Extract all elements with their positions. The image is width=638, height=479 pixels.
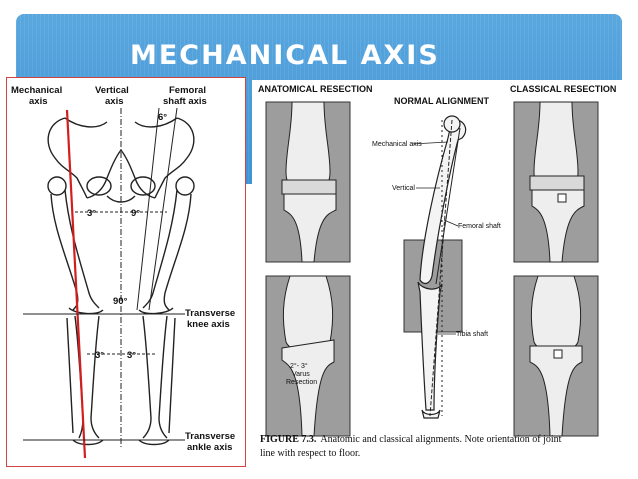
label-transverse-ankle: Transverse [185,431,235,442]
label-femoral-shaft-right: Femoral shaft [458,223,501,230]
label-vertical-right: Vertical [392,185,415,192]
label-3deg-a: 3° [95,350,104,361]
label-femoral: Femoral [169,85,206,96]
femoral-shaft-axis-line [136,107,160,311]
label-3deg-b: 3° [127,350,136,361]
knee-box-top-right [513,101,599,263]
label-anatomical-resection: ANATOMICAL RESECTION [258,84,373,94]
varus-degree: 2°- 3° [290,362,308,370]
varus-resection: Resection [286,379,317,386]
varus-label: Varus [292,371,310,378]
label-ankle-axis: ankle axis [187,442,232,453]
label-9deg: 9° [131,208,140,219]
figure-caption-line1: FIGURE 7.3.Anatomic and classical alignm… [260,434,562,445]
central-leg-bones [417,115,467,419]
knee-box-top-left [265,101,351,263]
label-3deg-hip: 3° [87,208,96,219]
label-90deg: 90° [113,296,128,307]
label-vertical-axis: axis [105,96,124,107]
label-tibia-shaft: Tibia shaft [456,331,488,338]
label-vertical: Vertical [95,85,129,96]
label-femoral-shaft-axis: shaft axis [163,96,207,107]
central-mechanical-axis [429,119,453,417]
slide-title: MECHANICAL AXIS [130,40,440,71]
femoral-shaft-axis-line-right [148,107,178,311]
mechanical-axis-red-line [65,109,87,459]
label-mechanical-axis: axis [29,96,48,107]
lower-limb-axis-figure: Mechanical axis Vertical axis Femoral sh… [6,77,246,467]
label-normal-alignment: NORMAL ALIGNMENT [394,96,489,106]
label-mechanical: Mechanical [11,85,62,96]
alignment-drawing: ANATOMICAL RESECTION NORMAL ALIGNMENT CL… [258,84,616,459]
alignment-figure: ANATOMICAL RESECTION NORMAL ALIGNMENT CL… [252,80,626,465]
label-classical-resection: CLASSICAL RESECTION [510,84,616,94]
central-femoral-shaft-line [435,127,461,285]
label-mechanical-axis-right: Mechanical axis [372,141,422,148]
knee-box-bottom-left: 2°- 3° Varus Resection [265,275,351,437]
knee-box-bottom-right [513,275,599,437]
lower-limb-drawing: Mechanical axis Vertical axis Femoral sh… [11,85,235,459]
label-transverse-knee: Transverse [185,308,235,319]
label-6deg: 6° [158,112,167,123]
figure-caption-line2: line with respect to floor. [260,448,360,459]
label-knee-axis: knee axis [187,319,230,330]
